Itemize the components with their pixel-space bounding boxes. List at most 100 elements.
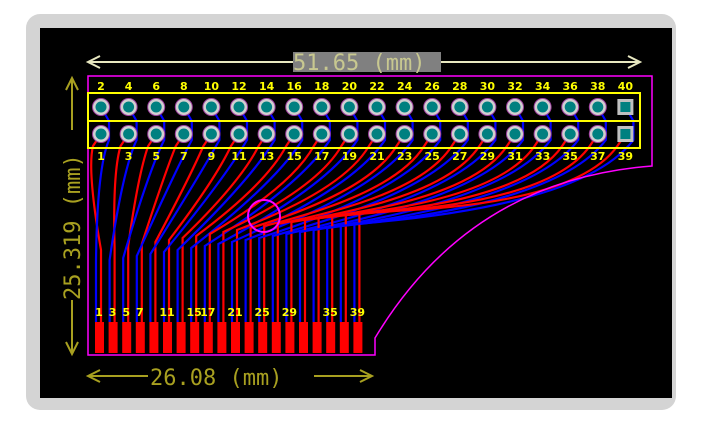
pad-hole	[509, 128, 521, 140]
pin-label-top: 36	[563, 80, 579, 93]
trace-bottom	[176, 106, 276, 322]
trace-bottom	[94, 106, 111, 322]
pin-label-bottom: 11	[231, 150, 246, 163]
pin-label-top: 28	[452, 80, 467, 93]
pin-label-bottom: 29	[480, 150, 495, 163]
trace-bottom	[108, 106, 138, 322]
pin-label-bottom: 37	[590, 150, 605, 163]
pin-label-top: 32	[507, 80, 522, 93]
pad-hole	[205, 128, 217, 140]
trace-bottom	[122, 106, 166, 322]
dimension-width-bottom-label: 26.08 (mm)	[150, 366, 282, 391]
edge-pad-label: 7	[136, 306, 144, 319]
pin-label-top: 6	[152, 80, 160, 93]
edge-pad	[163, 322, 172, 353]
edge-pad-label: 21	[227, 306, 242, 319]
edge-pad	[190, 322, 200, 353]
trace-top	[263, 133, 434, 322]
header-pins	[92, 98, 634, 143]
dimension-width-bottom	[85, 369, 375, 383]
pad-hole	[95, 128, 107, 140]
edge-pad	[339, 322, 349, 353]
pin-label-bottom: 7	[180, 150, 188, 163]
pad-hole	[150, 101, 162, 113]
pad-hole	[178, 128, 190, 140]
edge-pad-label: 1	[95, 306, 103, 319]
trace-top	[276, 133, 461, 322]
pad-hole	[564, 101, 576, 113]
pin-label-bottom: 27	[452, 150, 467, 163]
pin-label-top: 24	[397, 80, 413, 93]
edge-pad-label: 5	[122, 306, 130, 319]
pin-label-bottom: 31	[507, 150, 522, 163]
edge-pad	[122, 322, 132, 353]
pin-label-bottom: 1	[97, 150, 105, 163]
trace-bottom	[271, 106, 469, 322]
pin-label-bottom: 13	[259, 150, 274, 163]
trace-top	[222, 133, 351, 322]
trace-bottom	[135, 106, 193, 322]
pad-hole	[371, 128, 383, 140]
edge-pad	[244, 322, 254, 353]
pad-hole	[288, 128, 300, 140]
pad-hole	[592, 128, 604, 140]
edge-pad-label: 35	[323, 306, 338, 319]
dimension-label-bg	[293, 52, 441, 72]
trace-top	[358, 133, 627, 322]
dimension-height-left-label: 25.319 (mm)	[61, 154, 86, 300]
trace-bottom	[285, 106, 497, 322]
trace-bottom	[258, 106, 442, 322]
pad-hole	[426, 128, 438, 140]
pin-label-bottom: 25	[425, 150, 440, 163]
trace-top	[154, 133, 213, 322]
edge-pad	[203, 322, 213, 353]
pad-hole	[399, 101, 411, 113]
edge-pad	[353, 322, 363, 353]
pin-label-top: 26	[425, 80, 441, 93]
edge-pad	[258, 322, 268, 353]
trace-top	[195, 133, 296, 322]
edge-pad	[271, 322, 281, 353]
edge-pad	[108, 322, 118, 353]
edge-pad-label: 11	[159, 306, 174, 319]
pin-label-bottom: 33	[535, 150, 550, 163]
pin-label-bottom: 17	[314, 150, 329, 163]
pad-hole	[178, 101, 190, 113]
trace-bottom	[190, 106, 304, 322]
dimension-width-top-label: 51.65 (mm)	[293, 51, 425, 76]
pin-label-top: 4	[125, 80, 133, 93]
edge-pad-label: 39	[350, 306, 365, 319]
edge-pad	[135, 322, 145, 353]
pin-label-top: 22	[369, 80, 384, 93]
pad-hole	[564, 128, 576, 140]
pad-hole	[509, 101, 521, 113]
pad-hole	[123, 128, 135, 140]
traces	[90, 106, 635, 322]
edge-pad	[326, 322, 336, 353]
pad-hole	[205, 101, 217, 113]
trace-top	[181, 133, 268, 322]
board-outline	[87, 75, 653, 356]
pin-label-bottom: 35	[563, 150, 578, 163]
dimension-label-gap	[58, 130, 86, 300]
trace-top	[167, 133, 240, 322]
trace-bottom	[203, 106, 331, 322]
pin-label-bottom: 3	[125, 150, 133, 163]
pin-label-bottom: 9	[208, 150, 216, 163]
pad-hole	[454, 128, 466, 140]
mounting-hole	[247, 199, 281, 233]
pad-hole	[316, 128, 328, 140]
pin-label-bottom: 39	[618, 150, 633, 163]
pin-label-top: 18	[314, 80, 329, 93]
pad-hole	[288, 101, 300, 113]
pad-hole	[343, 101, 355, 113]
edge-pad-label: 25	[255, 306, 270, 319]
pin-label-top: 2	[97, 80, 105, 93]
pad-hole	[261, 101, 273, 113]
pad-hole	[123, 101, 135, 113]
pad-hole	[316, 101, 328, 113]
edge-pad-label: 3	[109, 306, 117, 319]
pad-hole	[537, 128, 549, 140]
pad-hole	[481, 128, 493, 140]
